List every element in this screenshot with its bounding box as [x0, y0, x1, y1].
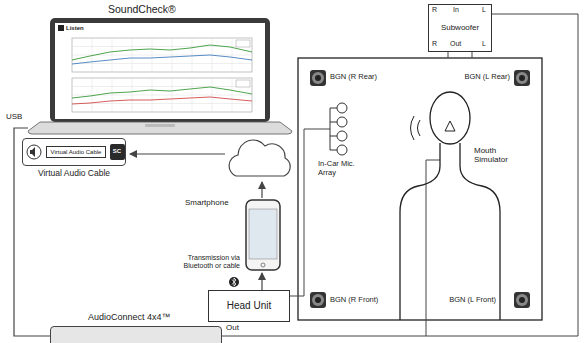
pin-label: L [482, 40, 486, 48]
speaker-icon [310, 70, 530, 308]
cloud [229, 140, 290, 176]
virtual-cable-box: Virtual Audio Cable [46, 146, 106, 158]
connector [14, 128, 50, 336]
pin-label: R [432, 40, 437, 48]
device-body [50, 326, 222, 343]
virtual-cable-group: Virtual Audio CableVirtual Audio CableSC [22, 138, 126, 184]
audioconnect: AudioConnect 4x4™ [50, 312, 222, 343]
speaker-label: BGN (L Rear) [440, 73, 510, 82]
sc-icon: SC [110, 144, 125, 160]
port-label: Out [226, 323, 239, 332]
device-label: Smartphone [185, 198, 229, 207]
part-label: Mouth Simulator [474, 146, 530, 164]
mic-array [330, 103, 347, 155]
smartphone-drawing [246, 200, 280, 270]
box-label: Head Unit [227, 300, 271, 312]
laptop-drawing [28, 18, 292, 134]
head-torso [400, 92, 500, 320]
speaker-icon [27, 145, 41, 159]
car-outline [298, 58, 542, 320]
note-label: Transmission via Bluetooth or cable [168, 254, 240, 270]
logo-text: Listen [66, 25, 84, 32]
pin-label: R [432, 6, 437, 14]
connector [261, 273, 262, 290]
pin-label: Out [450, 40, 461, 48]
part-label: In-Car Mic. Array [318, 160, 368, 177]
bluetooth-icon [229, 277, 239, 287]
pin-label: In [453, 6, 459, 14]
port-label: USB [6, 112, 22, 121]
speaker-label: BGN (L Front) [426, 296, 496, 305]
icon-label: SC [113, 148, 121, 155]
device-label: AudioConnect 4x4™ [88, 312, 171, 322]
speaker-label: BGN (R Rear) [330, 73, 377, 82]
arrow [261, 182, 262, 198]
box-label: Subwoofer [441, 23, 479, 32]
arrow [130, 153, 225, 154]
wires [222, 14, 578, 336]
title-text: SoundCheck® [108, 3, 176, 15]
speaker-label: BGN (R Front) [330, 296, 378, 305]
group-caption: Virtual Audio Cable [38, 169, 110, 179]
pin-label: L [482, 6, 486, 14]
laptop: SoundCheck® [28, 2, 292, 134]
head-unit-box: Head Unit [208, 290, 290, 322]
box-label: Virtual Audio Cable [51, 149, 102, 156]
